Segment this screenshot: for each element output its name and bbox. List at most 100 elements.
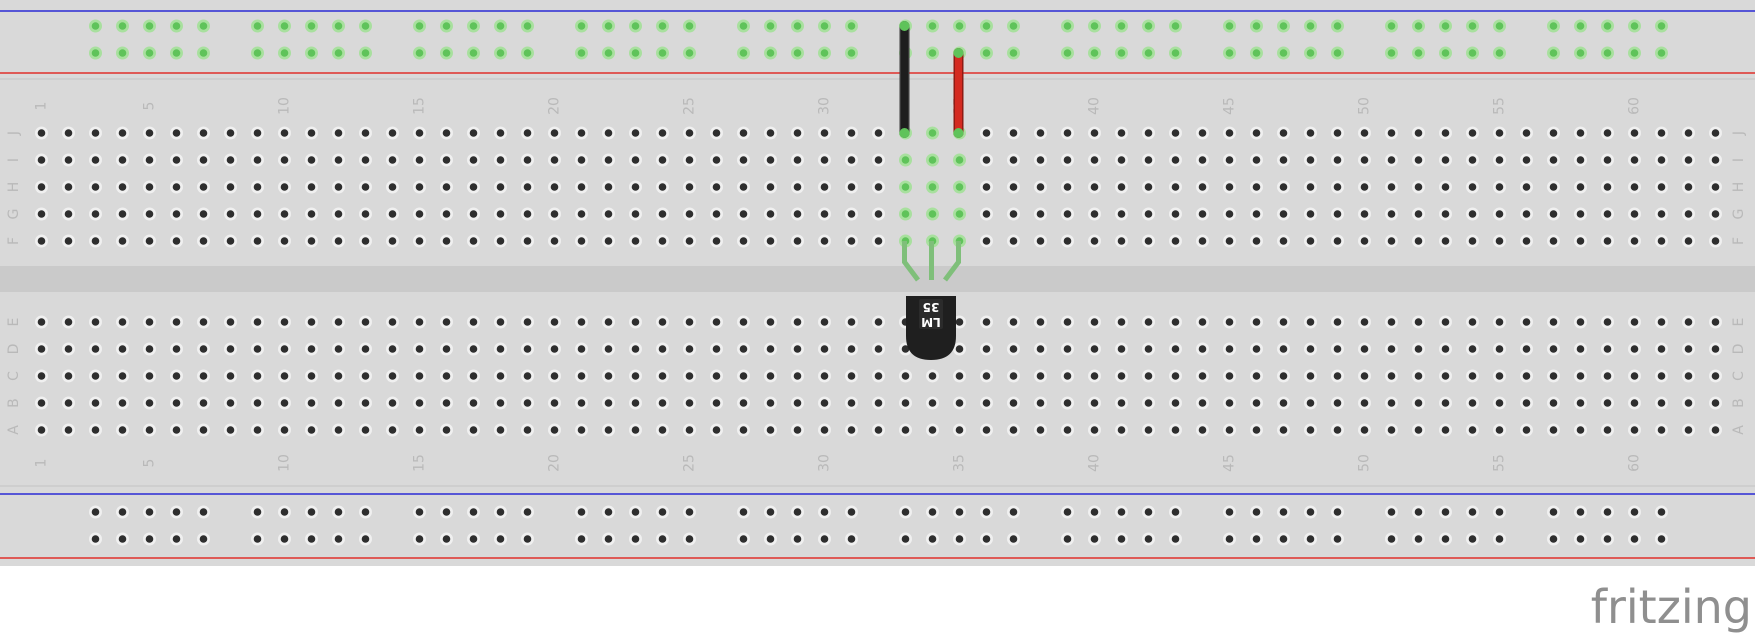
top-rail-1-hole[interactable] <box>1387 22 1396 30</box>
bottom-rail-2-hole[interactable] <box>1387 535 1396 543</box>
hole-D10[interactable] <box>280 345 289 353</box>
hole-D59[interactable] <box>1603 345 1612 353</box>
hole-H32[interactable] <box>874 183 883 191</box>
bottom-rail-1-hole[interactable] <box>1144 508 1153 516</box>
hole-F63[interactable] <box>1711 237 1720 245</box>
top-rail-1-hole[interactable] <box>118 22 127 30</box>
top-rail-1-hole[interactable] <box>1009 22 1018 30</box>
hole-A10[interactable] <box>280 426 289 434</box>
hole-A21[interactable] <box>577 426 586 434</box>
hole-D20[interactable] <box>550 345 559 353</box>
hole-H16[interactable] <box>442 183 451 191</box>
hole-I54[interactable] <box>1468 156 1477 164</box>
bottom-rail-1-hole[interactable] <box>577 508 586 516</box>
hole-I24[interactable] <box>658 156 667 164</box>
hole-G33[interactable] <box>901 210 910 218</box>
hole-D46[interactable] <box>1252 345 1261 353</box>
hole-G43[interactable] <box>1171 210 1180 218</box>
hole-A47[interactable] <box>1279 426 1288 434</box>
top-rail-1-hole[interactable] <box>739 22 748 30</box>
bottom-rail-2-hole[interactable] <box>604 535 613 543</box>
top-rail-2-hole[interactable] <box>1144 49 1153 57</box>
top-rail-2-hole[interactable] <box>1306 49 1315 57</box>
hole-I62[interactable] <box>1684 156 1693 164</box>
hole-F58[interactable] <box>1576 237 1585 245</box>
hole-G23[interactable] <box>631 210 640 218</box>
hole-C55[interactable] <box>1495 372 1504 380</box>
hole-G9[interactable] <box>253 210 262 218</box>
hole-C42[interactable] <box>1144 372 1153 380</box>
hole-G39[interactable] <box>1063 210 1072 218</box>
hole-A56[interactable] <box>1522 426 1531 434</box>
hole-A20[interactable] <box>550 426 559 434</box>
hole-B9[interactable] <box>253 399 262 407</box>
top-rail-1-hole[interactable] <box>1063 22 1072 30</box>
hole-F31[interactable] <box>847 237 856 245</box>
hole-J36[interactable] <box>982 129 991 137</box>
hole-H14[interactable] <box>388 183 397 191</box>
bottom-rail-1-hole[interactable] <box>415 508 424 516</box>
hole-J50[interactable] <box>1360 129 1369 137</box>
hole-E16[interactable] <box>442 318 451 326</box>
hole-I5[interactable] <box>145 156 154 164</box>
hole-H48[interactable] <box>1306 183 1315 191</box>
bottom-rail-1-hole[interactable] <box>1630 508 1639 516</box>
bottom-rail-2-hole[interactable] <box>1495 535 1504 543</box>
hole-D7[interactable] <box>199 345 208 353</box>
bottom-rail-1-hole[interactable] <box>1252 508 1261 516</box>
hole-D24[interactable] <box>658 345 667 353</box>
hole-B46[interactable] <box>1252 399 1261 407</box>
hole-E5[interactable] <box>145 318 154 326</box>
top-rail-1-hole[interactable] <box>955 22 964 30</box>
hole-D45[interactable] <box>1225 345 1234 353</box>
hole-B19[interactable] <box>523 399 532 407</box>
top-rail-1-hole[interactable] <box>1252 22 1261 30</box>
hole-G46[interactable] <box>1252 210 1261 218</box>
hole-H51[interactable] <box>1387 183 1396 191</box>
hole-I27[interactable] <box>739 156 748 164</box>
hole-B34[interactable] <box>928 399 937 407</box>
bottom-rail-1-hole[interactable] <box>442 508 451 516</box>
hole-E8[interactable] <box>226 318 235 326</box>
hole-G8[interactable] <box>226 210 235 218</box>
hole-H15[interactable] <box>415 183 424 191</box>
hole-J15[interactable] <box>415 129 424 137</box>
hole-H27[interactable] <box>739 183 748 191</box>
hole-J45[interactable] <box>1225 129 1234 137</box>
hole-A30[interactable] <box>820 426 829 434</box>
hole-D19[interactable] <box>523 345 532 353</box>
hole-I40[interactable] <box>1090 156 1099 164</box>
hole-F17[interactable] <box>469 237 478 245</box>
hole-F20[interactable] <box>550 237 559 245</box>
top-rail-2-hole[interactable] <box>172 49 181 57</box>
hole-J10[interactable] <box>280 129 289 137</box>
bottom-rail-1-hole[interactable] <box>1063 508 1072 516</box>
bottom-rail-2-hole[interactable] <box>1279 535 1288 543</box>
hole-G19[interactable] <box>523 210 532 218</box>
hole-G11[interactable] <box>307 210 316 218</box>
bottom-rail-2-hole[interactable] <box>1171 535 1180 543</box>
hole-J22[interactable] <box>604 129 613 137</box>
hole-C27[interactable] <box>739 372 748 380</box>
hole-H18[interactable] <box>496 183 505 191</box>
hole-G18[interactable] <box>496 210 505 218</box>
hole-C37[interactable] <box>1009 372 1018 380</box>
hole-A3[interactable] <box>91 426 100 434</box>
hole-C8[interactable] <box>226 372 235 380</box>
hole-G29[interactable] <box>793 210 802 218</box>
hole-C36[interactable] <box>982 372 991 380</box>
hole-E43[interactable] <box>1171 318 1180 326</box>
hole-E60[interactable] <box>1630 318 1639 326</box>
hole-I22[interactable] <box>604 156 613 164</box>
hole-E47[interactable] <box>1279 318 1288 326</box>
top-rail-2-hole[interactable] <box>1657 49 1666 57</box>
hole-I52[interactable] <box>1414 156 1423 164</box>
hole-G53[interactable] <box>1441 210 1450 218</box>
hole-J3[interactable] <box>91 129 100 137</box>
hole-I18[interactable] <box>496 156 505 164</box>
hole-B61[interactable] <box>1657 399 1666 407</box>
hole-C43[interactable] <box>1171 372 1180 380</box>
hole-A9[interactable] <box>253 426 262 434</box>
hole-C51[interactable] <box>1387 372 1396 380</box>
hole-D50[interactable] <box>1360 345 1369 353</box>
